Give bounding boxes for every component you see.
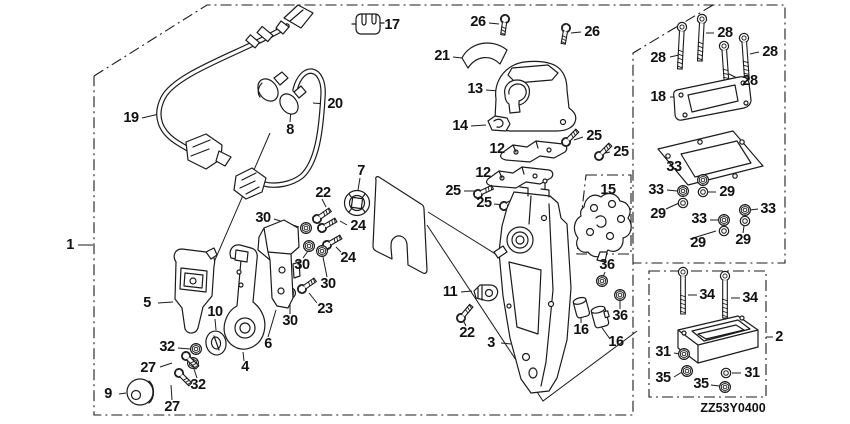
part-callout-2[interactable]: 2 [775, 329, 783, 345]
part-callout-14[interactable]: 14 [452, 118, 468, 134]
part-callout-33[interactable]: 33 [648, 182, 664, 198]
part-20-cable-loop [234, 71, 323, 199]
part-callout-32[interactable]: 32 [159, 339, 175, 355]
part-callout-16[interactable]: 16 [608, 334, 624, 350]
part-callout-22[interactable]: 22 [459, 325, 475, 341]
part-callout-20[interactable]: 20 [327, 96, 343, 112]
part-22-bolt-b [454, 302, 476, 325]
part-callout-27[interactable]: 27 [140, 360, 156, 376]
part-callout-16[interactable]: 16 [573, 322, 589, 338]
part-callout-29[interactable]: 29 [735, 232, 751, 248]
part-7-grommet [345, 191, 370, 216]
part-callout-29[interactable]: 29 [650, 206, 666, 222]
part-callout-36[interactable]: 36 [612, 308, 628, 324]
part-callout-27[interactable]: 27 [164, 399, 180, 415]
part-26-bolts [497, 13, 572, 46]
part-callout-30[interactable]: 30 [282, 313, 298, 329]
part-callout-6[interactable]: 6 [264, 336, 272, 352]
part-callout-11[interactable]: 11 [442, 284, 458, 300]
part-callout-32[interactable]: 32 [190, 377, 206, 393]
part-14-clip [488, 116, 510, 131]
part-callout-34[interactable]: 34 [742, 290, 758, 306]
part-21-curved-strip [462, 43, 507, 68]
part-callout-28[interactable]: 28 [650, 50, 666, 66]
part-callout-18[interactable]: 18 [650, 89, 666, 105]
part-callout-4[interactable]: 4 [241, 359, 249, 375]
part-12-stay [501, 141, 567, 162]
part-10-grommet [204, 329, 228, 356]
part-6-bracket [258, 220, 300, 308]
part-callout-7[interactable]: 7 [357, 163, 365, 179]
part-13-cover [495, 61, 576, 131]
part-callout-9[interactable]: 9 [104, 386, 112, 402]
part-callout-10[interactable]: 10 [207, 304, 223, 320]
part-5-housing [174, 248, 217, 333]
part-callout-12[interactable]: 12 [475, 165, 491, 181]
part-callout-17[interactable]: 17 [384, 17, 400, 33]
part-callout-13[interactable]: 13 [467, 81, 483, 97]
part-callout-35[interactable]: 35 [693, 376, 709, 392]
part-callout-22[interactable]: 22 [315, 185, 331, 201]
part-callout-25[interactable]: 25 [445, 183, 461, 199]
part-callout-30[interactable]: 30 [320, 276, 336, 292]
part-callout-33[interactable]: 33 [691, 211, 707, 227]
part-callout-33[interactable]: 33 [760, 201, 776, 217]
part-29-washers [677, 186, 751, 237]
part-callout-25[interactable]: 25 [613, 144, 629, 160]
part-16-caps [573, 296, 612, 328]
part-callout-21[interactable]: 21 [434, 48, 450, 64]
part-callout-29[interactable]: 29 [719, 184, 735, 200]
part-19-cable-harness [159, 5, 313, 169]
part-callout-25[interactable]: 25 [586, 128, 602, 144]
part-callout-36[interactable]: 36 [599, 257, 615, 273]
part-8-bullet-connectors [254, 72, 306, 118]
part-callout-31[interactable]: 31 [655, 344, 671, 360]
part-15-bracket [574, 194, 631, 262]
part-callout-35[interactable]: 35 [655, 370, 671, 386]
part-callout-23[interactable]: 23 [317, 301, 333, 317]
part-callout-26[interactable]: 26 [470, 14, 486, 30]
part-4-lever-arm [224, 245, 265, 349]
part-callout-19[interactable]: 19 [123, 110, 139, 126]
part-callout-25[interactable]: 25 [476, 195, 492, 211]
part-callout-24[interactable]: 24 [350, 218, 366, 234]
shim-plate [373, 177, 427, 274]
part-callout-26[interactable]: 26 [584, 24, 600, 40]
part-callout-33[interactable]: 33 [666, 159, 682, 175]
part-3-control-body [494, 179, 571, 393]
part-callout-28[interactable]: 28 [717, 25, 733, 41]
part-callout-31[interactable]: 31 [744, 365, 760, 381]
part-callout-28[interactable]: 28 [762, 44, 778, 60]
part-11-clamp [474, 285, 498, 301]
part-callout-30[interactable]: 30 [255, 210, 271, 226]
part-17-clip [352, 14, 384, 34]
part-callout-34[interactable]: 34 [699, 287, 715, 303]
part-callout-12[interactable]: 12 [489, 141, 505, 157]
part-36-nuts [595, 275, 627, 301]
part-12-stay-b [485, 166, 554, 189]
part-callout-1[interactable]: 1 [66, 237, 74, 253]
part-callout-5[interactable]: 5 [143, 295, 151, 311]
part-callout-30[interactable]: 30 [294, 257, 310, 273]
part-9-knob [127, 379, 154, 405]
part-23-bolt [295, 275, 319, 296]
mount-plate [658, 131, 763, 185]
part-18-gasket [674, 77, 751, 120]
part-callout-24[interactable]: 24 [340, 250, 356, 266]
part-callout-8[interactable]: 8 [286, 122, 294, 138]
part-2-spacer-block [678, 316, 758, 363]
part-callout-28[interactable]: 28 [742, 73, 758, 89]
part-callout-15[interactable]: 15 [600, 182, 616, 198]
part-callout-29[interactable]: 29 [690, 235, 706, 251]
part-callout-3[interactable]: 3 [487, 335, 495, 351]
